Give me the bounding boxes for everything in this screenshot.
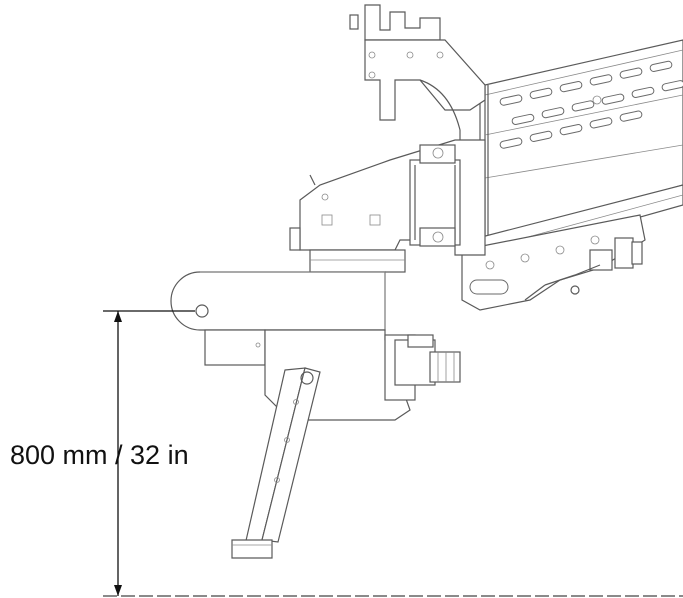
main-beam — [170, 271, 386, 331]
boom-slot — [619, 67, 643, 79]
boom-slot — [589, 117, 613, 129]
pivot-hinge-block — [289, 139, 486, 273]
boom-slot — [631, 86, 655, 98]
boom-slot — [559, 81, 583, 93]
dimension-label: 800 mm / 32 in — [10, 440, 189, 470]
boom-slot — [499, 137, 523, 149]
perforated-boom — [469, 39, 683, 263]
boom-slot — [571, 100, 595, 112]
boom-slot — [559, 124, 583, 136]
top-mounting-bracket — [349, 4, 486, 151]
hydraulic-fittings-right — [524, 237, 643, 301]
boom-slot — [541, 107, 565, 119]
boom-slot — [529, 130, 553, 142]
boom-slots — [499, 60, 683, 149]
boom-slot — [661, 80, 683, 92]
support-leg — [231, 367, 321, 559]
boom-slot — [601, 93, 625, 105]
dimension-annotation — [103, 310, 683, 597]
boom-slot — [649, 60, 673, 72]
boom-slot — [511, 113, 535, 125]
boom-slot — [589, 74, 613, 86]
boom-slot — [499, 94, 523, 106]
hydraulic-motor — [394, 334, 461, 386]
boom-slot — [529, 87, 553, 99]
pivot-pin-hole — [195, 304, 209, 318]
boom-slot — [619, 110, 643, 122]
